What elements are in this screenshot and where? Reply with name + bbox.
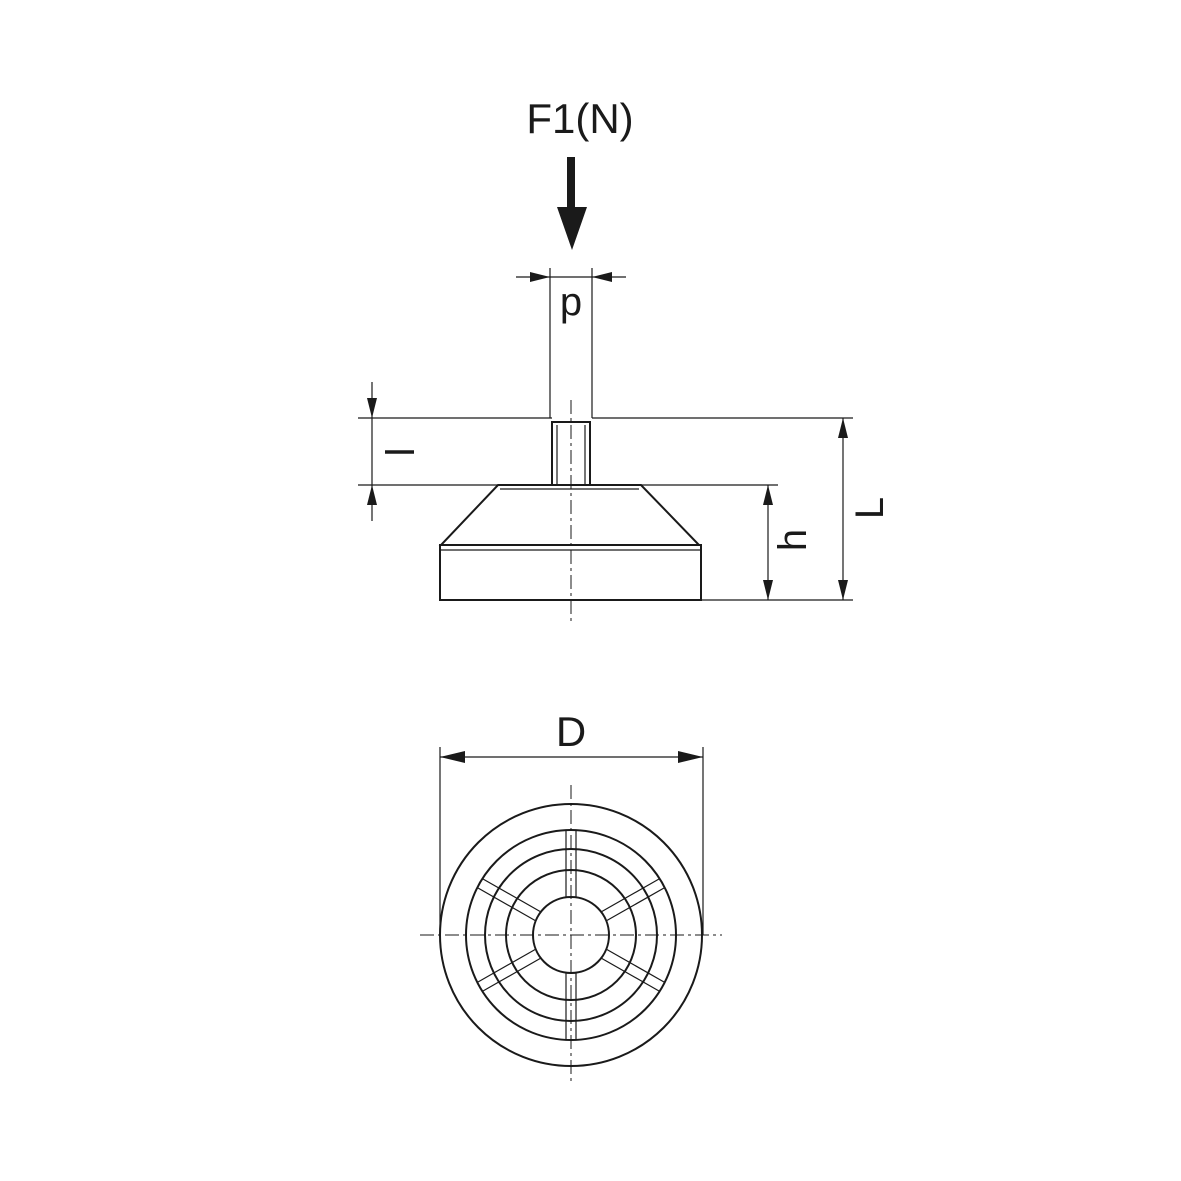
h-arrow-bottom	[763, 580, 773, 600]
rib-upper-left-a	[482, 878, 542, 913]
top-view	[420, 785, 722, 1085]
dimension-p: p	[516, 268, 626, 418]
D-label: D	[556, 708, 586, 755]
rib-upper-right-a	[600, 878, 660, 913]
dimension-L: L	[592, 417, 892, 600]
radial-ribs	[477, 830, 665, 1040]
L-arrow-top	[838, 418, 848, 438]
base-cone	[438, 484, 702, 546]
p-arrow-left	[530, 272, 550, 282]
dimension-D: D	[439, 708, 704, 935]
force-arrow-shaft	[567, 157, 575, 212]
L-arrow-bottom	[838, 580, 848, 600]
side-view	[438, 400, 702, 625]
l-arrow-top	[367, 398, 377, 418]
rib-lower-left-a	[482, 957, 542, 992]
rib-upper-left-b	[477, 887, 537, 922]
p-label: p	[560, 280, 582, 324]
l-arrow-bottom	[367, 485, 377, 505]
h-label: h	[771, 529, 815, 551]
dimension-h: h	[641, 484, 853, 601]
D-arrow-right	[678, 751, 703, 763]
D-arrow-left	[440, 751, 465, 763]
rib-lower-left-b	[477, 948, 537, 983]
h-arrow-top	[763, 485, 773, 505]
force-indicator: F1(N)	[526, 95, 634, 250]
l-label: l	[379, 448, 423, 457]
rib-lower-right-a	[600, 957, 660, 992]
force-label: F1(N)	[526, 95, 633, 142]
rib-lower-right-b	[605, 948, 665, 983]
rib-upper-right-b	[605, 887, 665, 922]
L-label: L	[848, 497, 892, 519]
dimension-l: l	[358, 382, 552, 521]
force-arrow-head	[557, 207, 587, 250]
p-arrow-right	[592, 272, 612, 282]
